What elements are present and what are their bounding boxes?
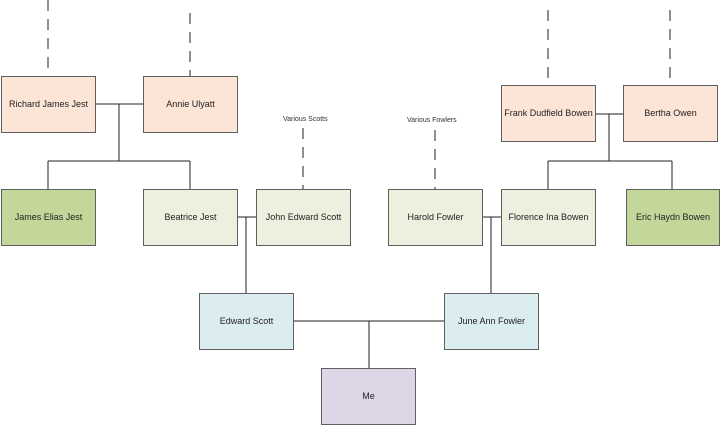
node-beatrice-jest: Beatrice Jest: [143, 189, 238, 246]
node-richard-james-jest: Richard James Jest: [1, 76, 96, 133]
node-harold-fowler: Harold Fowler: [388, 189, 483, 246]
node-james-elias-jest: James Elias Jest: [1, 189, 96, 246]
node-bertha-owen: Bertha Owen: [623, 85, 718, 142]
note-various-scotts: Various Scotts: [283, 116, 328, 123]
node-florence-ina-bowen: Florence Ina Bowen: [501, 189, 596, 246]
node-frank-dudfield-bowen: Frank Dudfield Bowen: [501, 85, 596, 142]
node-edward-scott: Edward Scott: [199, 293, 294, 350]
note-various-fowlers: Various Fowlers: [407, 117, 457, 124]
node-john-edward-scott: John Edward Scott: [256, 189, 351, 246]
node-eric-haydn-bowen: Eric Haydn Bowen: [626, 189, 720, 246]
node-annie-ulyatt: Annie Ulyatt: [143, 76, 238, 133]
node-june-ann-fowler: June Ann Fowler: [444, 293, 539, 350]
node-me: Me: [321, 368, 416, 425]
